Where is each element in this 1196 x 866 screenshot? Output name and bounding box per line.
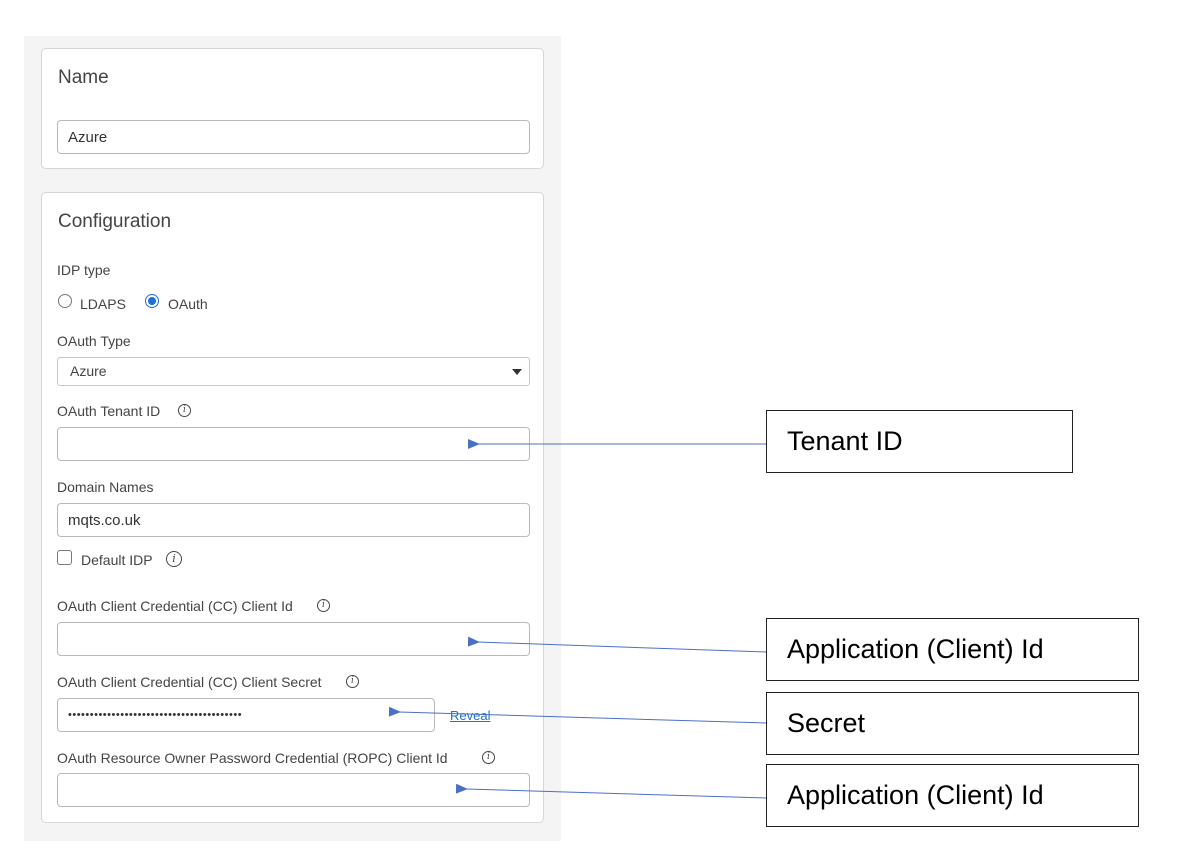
cc-client-secret-input[interactable]: •••••••••••••••••••••••••••••••••••••••• bbox=[57, 698, 435, 732]
info-icon[interactable]: i bbox=[166, 551, 182, 567]
name-section-title: Name bbox=[58, 67, 109, 88]
reveal-link[interactable]: Reveal bbox=[450, 708, 491, 723]
name-input[interactable] bbox=[57, 120, 530, 154]
oauth-type-selected-value: Azure bbox=[70, 363, 107, 379]
tenant-id-input[interactable] bbox=[57, 427, 530, 461]
cc-client-secret-label: OAuth Client Credential (CC) Client Secr… bbox=[57, 674, 322, 690]
callout-application-client-id: Application (Client) Id bbox=[766, 618, 1139, 681]
callout-application-client-id-text: Application (Client) Id bbox=[787, 634, 1044, 664]
arrow-cc-client-id bbox=[467, 636, 767, 653]
callout-tenant-id: Tenant ID bbox=[766, 410, 1073, 473]
tenant-id-label: OAuth Tenant ID bbox=[57, 403, 161, 419]
callout-ropc-application-client-id-text: Application (Client) Id bbox=[787, 780, 1044, 810]
oauth-type-label: OAuth Type bbox=[57, 333, 131, 349]
idp-radio-oauth-label: OAuth bbox=[168, 296, 208, 312]
idp-radio-ldaps-label: LDAPS bbox=[80, 296, 126, 312]
callout-secret-text: Secret bbox=[787, 708, 866, 738]
domain-names-input[interactable] bbox=[57, 503, 530, 537]
arrow-ropc-client-id bbox=[455, 783, 767, 799]
cc-client-id-input[interactable] bbox=[57, 622, 530, 656]
info-icon[interactable]: i bbox=[317, 599, 330, 612]
callout-ropc-application-client-id: Application (Client) Id bbox=[766, 764, 1139, 827]
callout-tenant-id-text: Tenant ID bbox=[787, 426, 903, 456]
info-icon[interactable]: i bbox=[346, 675, 359, 688]
default-idp-checkbox[interactable] bbox=[57, 550, 72, 565]
idp-radio-oauth[interactable] bbox=[145, 294, 159, 308]
idp-radio-ldaps[interactable] bbox=[58, 294, 72, 308]
idp-type-label: IDP type bbox=[57, 262, 111, 278]
configuration-section-title: Configuration bbox=[58, 211, 172, 232]
ropc-client-id-input[interactable] bbox=[57, 773, 530, 807]
arrow-secret bbox=[388, 706, 767, 724]
default-idp-label: Default IDP bbox=[81, 552, 153, 568]
cc-client-id-label: OAuth Client Credential (CC) Client Id bbox=[57, 598, 293, 614]
info-icon[interactable]: i bbox=[482, 751, 495, 764]
info-icon[interactable]: i bbox=[178, 404, 191, 417]
domain-names-label: Domain Names bbox=[57, 479, 154, 495]
callout-secret: Secret bbox=[766, 692, 1139, 755]
oauth-type-select[interactable]: Azure bbox=[57, 357, 530, 386]
chevron-down-icon bbox=[512, 369, 522, 375]
ropc-client-id-label: OAuth Resource Owner Password Credential… bbox=[57, 750, 448, 766]
